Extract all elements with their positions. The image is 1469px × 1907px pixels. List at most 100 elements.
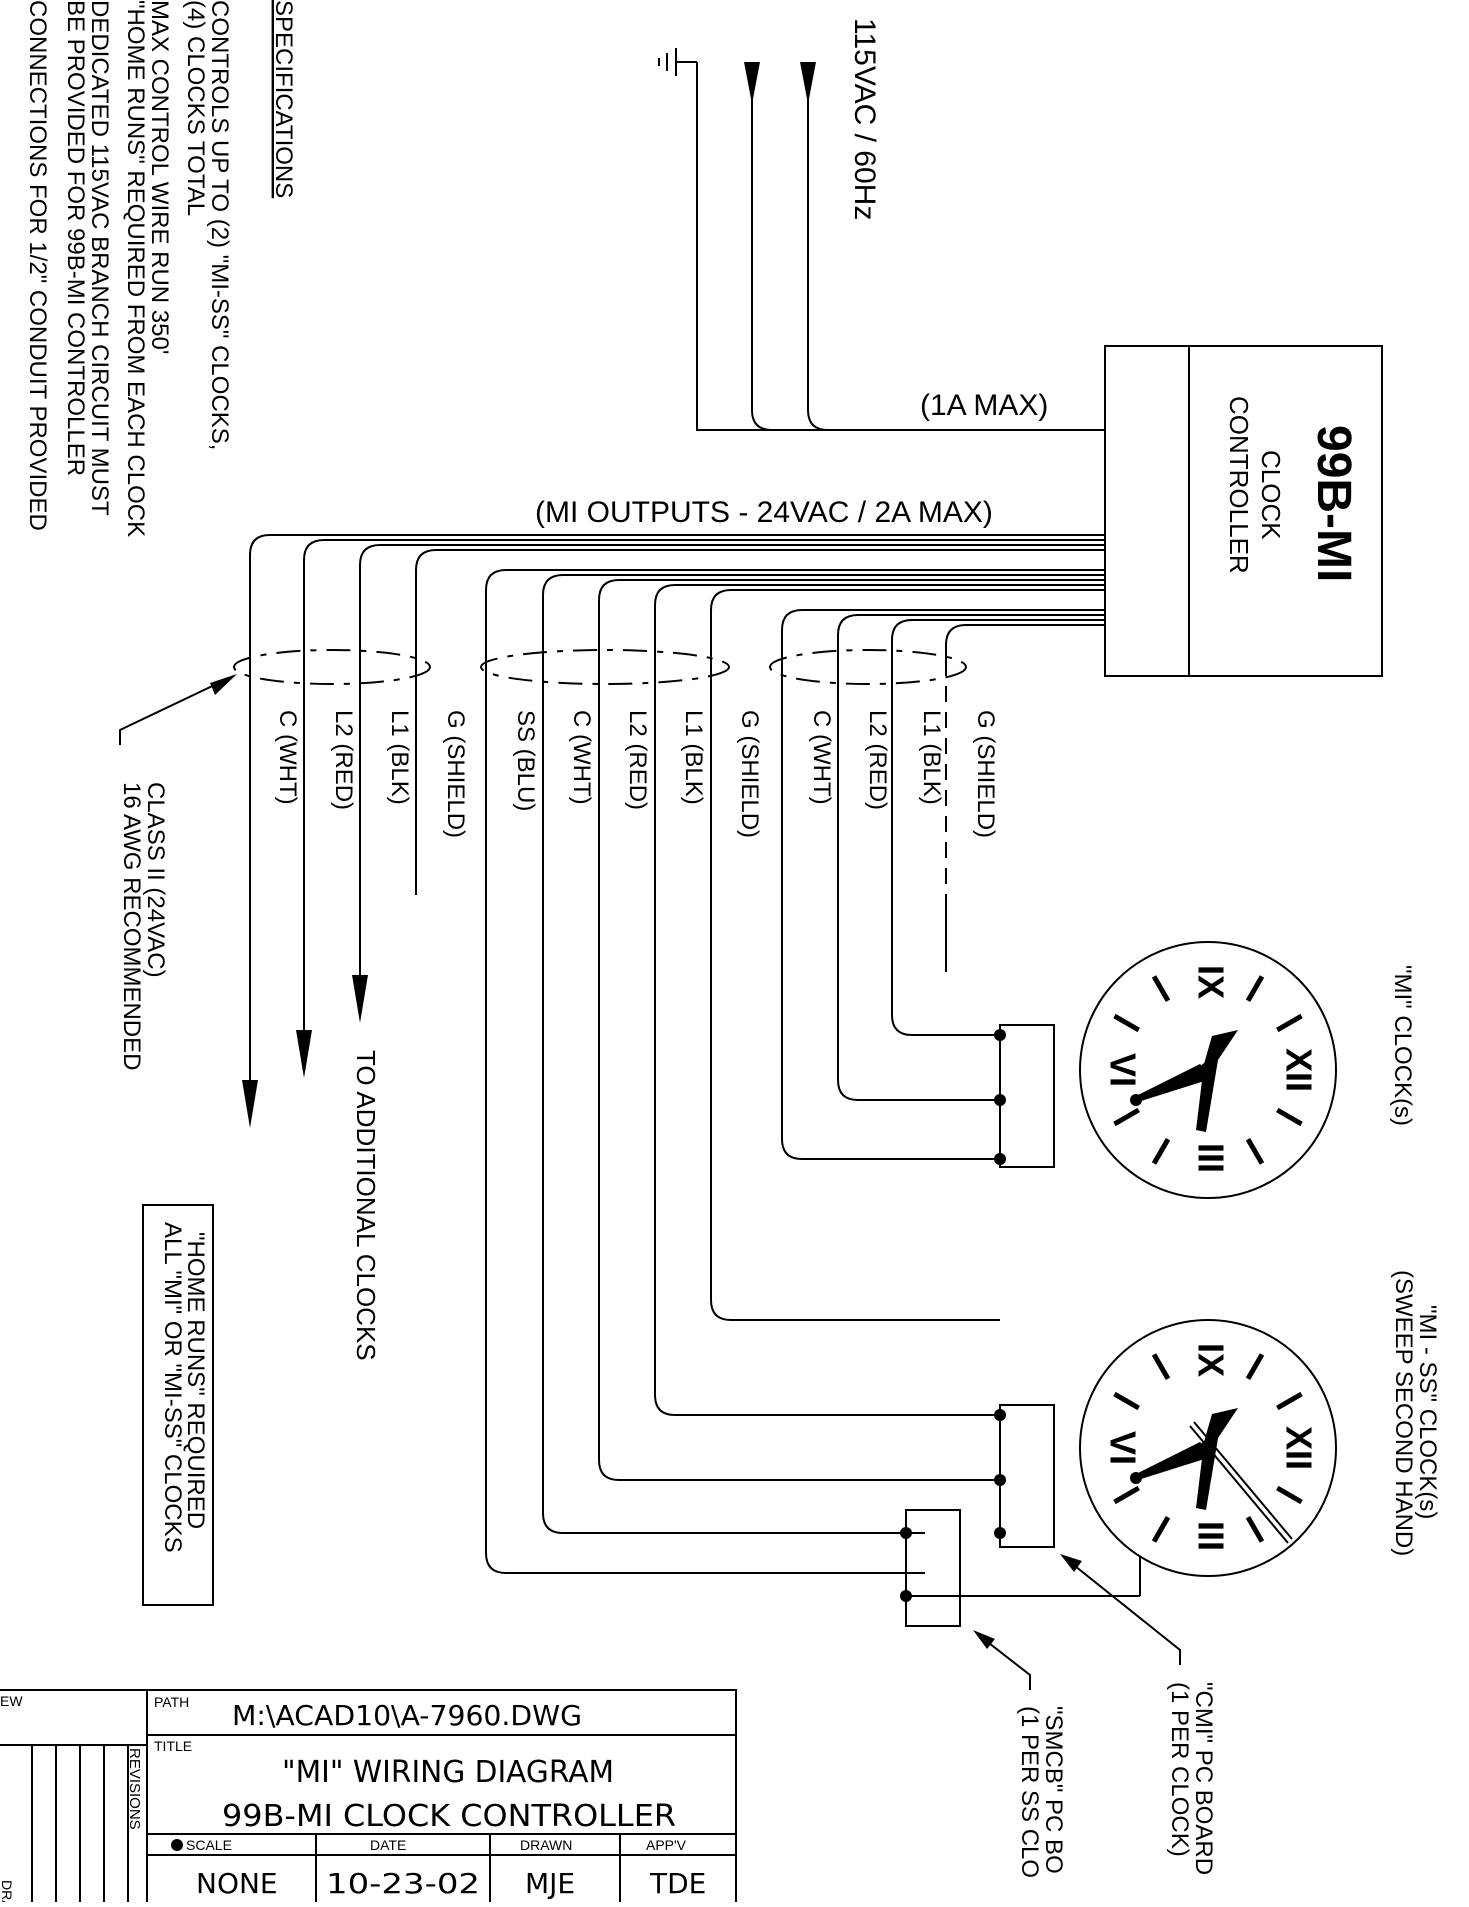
clock-tick xyxy=(1276,1485,1303,1505)
clock-numeral-right: XII xyxy=(1278,1426,1319,1470)
wire-labels: G (SHIELD) L1 (BLK) L2 (RED) C (WHT) G (… xyxy=(274,710,999,838)
hour-hand xyxy=(1136,1064,1214,1102)
clock-tick xyxy=(1276,1107,1303,1127)
appv-label: APP'V xyxy=(646,1837,687,1853)
date-label: DATE xyxy=(370,1837,406,1853)
board-callouts: "CMI" PC BOARD (1 PER CLOCK) "SMCB" PC B… xyxy=(973,1554,1217,1878)
add-wire-g: G (SHIELD) xyxy=(442,710,469,838)
specifications-block: SPECIFICATIONS CONTROLS UP TO (2) "MI-SS… xyxy=(24,0,297,537)
sweep-second-hand xyxy=(1189,1421,1293,1544)
smcb-board-label-2: (1 PER SS CLO xyxy=(1016,1706,1043,1878)
cable-leader xyxy=(119,679,226,745)
clock-tick xyxy=(1151,1353,1171,1380)
clock-numeral-bottom: III xyxy=(1190,1521,1231,1551)
minute-hand xyxy=(1196,1408,1238,1510)
smcb-board-label-1: "SMCB" PC BO xyxy=(1040,1706,1067,1874)
drawing-path: M:\ACAD10\A-7960.DWG xyxy=(232,1699,582,1732)
appv-value: TDE xyxy=(649,1867,706,1900)
path-label: PATH xyxy=(154,1694,189,1710)
clock-tick xyxy=(1245,975,1265,1002)
spec-line-3: MAX CONTROL WIRE RUN 350' xyxy=(146,0,173,354)
clock-tick xyxy=(1113,1485,1140,1505)
home-runs-line-1: "HOME RUNS" REQUIRED xyxy=(182,1232,209,1529)
date-value: 10-23-02 xyxy=(326,1867,480,1900)
clock-tick xyxy=(1245,1353,1265,1380)
spec-line-4: "HOME RUNS" REQUIRED FROM EACH CLOCK xyxy=(122,0,149,537)
home-runs-note: "HOME RUNS" REQUIRED ALL "MI" OR "MI-SS"… xyxy=(142,1204,214,1606)
clock-tick xyxy=(1276,1013,1303,1033)
mi-clock-wiring xyxy=(769,609,1105,1168)
clock-tick xyxy=(1245,1138,1265,1165)
title-line-1: "MI" WIRING DIAGRAM xyxy=(282,1755,614,1790)
ground-symbol-icon xyxy=(658,48,1105,431)
clock-tick xyxy=(1113,1013,1140,1033)
additional-clocks-label: TO ADDITIONAL CLOCKS xyxy=(351,1050,381,1361)
clock-numeral-right: XII xyxy=(1278,1048,1319,1092)
spec-line-5: DEDICATED 115VAC BRANCH CIRCUIT MUST xyxy=(86,0,113,516)
power-line-2 xyxy=(807,62,829,431)
cable-bundle-mi xyxy=(769,649,967,685)
clock-numeral-bottom: III xyxy=(1190,1143,1231,1173)
cmi-pc-board-mi-ss xyxy=(999,1404,1055,1548)
clock-tick xyxy=(1151,1516,1171,1543)
power-arrow-2-icon xyxy=(800,62,816,104)
scale-value: NONE xyxy=(196,1867,278,1900)
mi-wire-g: G (SHIELD) xyxy=(972,710,999,838)
miss-wire-c: C (WHT) xyxy=(568,710,595,805)
miss-wire-ss: SS (BLU) xyxy=(512,710,539,811)
title-line-2: 99B-MI CLOCK CONTROLLER xyxy=(222,1799,676,1834)
add-wire-c: C (WHT) xyxy=(274,710,301,805)
scale-label: SCALE xyxy=(186,1837,232,1853)
clock-tick xyxy=(1276,1391,1303,1411)
power-line-1 xyxy=(751,62,773,431)
cable-note-line-1: CLASS II (24VAC) xyxy=(142,782,169,978)
power-supply-label: 115VAC / 60Hz xyxy=(848,18,881,220)
additional-arrow-l2-icon xyxy=(296,1030,312,1078)
miss-wire-l2: L2 (RED) xyxy=(624,710,651,810)
mi-ss-clock: IX XII III VI xyxy=(1079,1319,1337,1577)
clock-numeral-top: IX xyxy=(1190,965,1231,999)
cable-note-line-2: 16 AWG RECOMMENDED xyxy=(118,782,145,1070)
title-block: EW DRAWING REVISIONS PATH M:\ACAD10\A-79… xyxy=(0,1689,737,1907)
title-label: TITLE xyxy=(154,1738,192,1754)
spec-line-2: (4) CLOCKS TOTAL xyxy=(182,0,209,216)
mi-clock-label: "MI" CLOCK(s) xyxy=(1389,965,1416,1126)
controller-line-2: CONTROLLER xyxy=(1224,396,1254,574)
clock-tick xyxy=(1151,975,1171,1002)
drawn-label: DRAWN xyxy=(520,1837,572,1853)
specifications-heading: SPECIFICATIONS xyxy=(270,0,297,198)
additional-arrow-l1-icon xyxy=(352,975,368,1023)
cmi-board-label-1: "CMI" PC BOARD xyxy=(1190,1682,1217,1875)
add-wire-l1: L1 (BLK) xyxy=(386,710,413,805)
clock-numeral-left: VI xyxy=(1102,1431,1143,1465)
revisions-label: REVISIONS xyxy=(126,1748,143,1830)
controller-model: 99B-MI xyxy=(1307,425,1360,582)
drawing-label: DRAWING xyxy=(0,1880,15,1902)
mi-ss-clock-label-2: (SWEEP SECOND HAND) xyxy=(1390,1270,1417,1556)
miss-wire-g: G (SHIELD) xyxy=(736,710,763,838)
clock-tick xyxy=(1245,1516,1265,1543)
clock-numeral-top: IX xyxy=(1190,1343,1231,1377)
clock-numeral-left: VI xyxy=(1102,1053,1143,1087)
cmi-pc-board-mi xyxy=(999,1024,1055,1168)
clock-tick xyxy=(1151,1138,1171,1165)
clock-controller-box: 99B-MI CLOCK CONTROLLER xyxy=(1104,345,1383,677)
cmi-board-label-2: (1 PER CLOCK) xyxy=(1166,1682,1193,1857)
spec-line-6: BE PROVIDED FOR 99B-MI CONTROLLER xyxy=(62,0,89,476)
minute-hand xyxy=(1196,1030,1238,1132)
additional-arrow-c-icon xyxy=(242,1080,258,1128)
power-supply: 115VAC / 60Hz (1A MAX) xyxy=(658,18,1105,431)
mi-clock: IX XII III VI xyxy=(1079,941,1337,1199)
miss-wire-l1: L1 (BLK) xyxy=(680,710,707,805)
controller-line-1: CLOCK xyxy=(1256,450,1286,540)
power-current-label: (1A MAX) xyxy=(920,389,1048,422)
mi-ss-clock-label-1: "MI - SS" CLOCK(s) xyxy=(1414,1305,1441,1519)
cable-bundle-mi-ss xyxy=(480,649,730,685)
outputs-label: (MI OUTPUTS - 24VAC / 2A MAX) xyxy=(535,496,993,529)
mi-wire-l2: L2 (RED) xyxy=(864,710,891,810)
outputs-to-additional-clocks: (MI OUTPUTS - 24VAC / 2A MAX) xyxy=(119,496,1105,1128)
clock-tick xyxy=(1113,1391,1140,1411)
drawn-value: MJE xyxy=(525,1867,575,1900)
